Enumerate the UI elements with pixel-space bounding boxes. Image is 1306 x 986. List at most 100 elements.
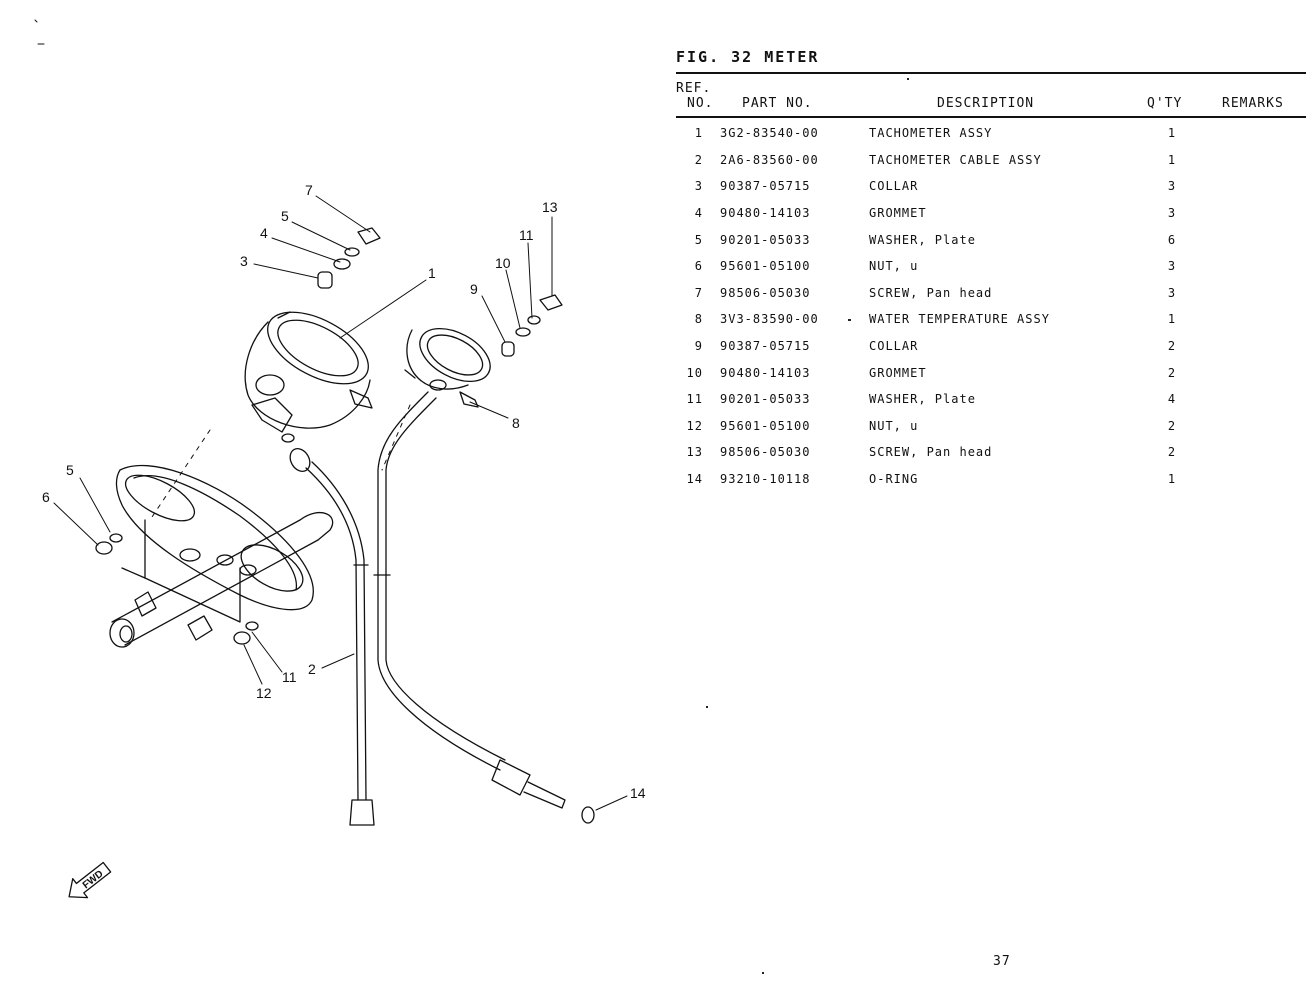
- remarks-cell: [1205, 359, 1305, 386]
- qty-cell: 3: [1167, 259, 1177, 274]
- ref-cell: 12: [686, 418, 703, 433]
- callout-7: 7: [305, 182, 313, 198]
- part-no-cell: 90387-05715: [720, 339, 811, 354]
- part-no-cell: 95601-05100: [720, 418, 811, 433]
- qty-cell: 6: [1167, 232, 1177, 247]
- scan-speck: [706, 706, 708, 708]
- scan-marks: [34, 19, 45, 45]
- part-no-cell: 90480-14103: [720, 365, 811, 380]
- callout-1: 1: [428, 265, 436, 281]
- table-row: 10 90480-14103 GROMMET 2: [676, 359, 1305, 386]
- callout-9: 9: [470, 281, 478, 297]
- description-cell: WASHER, Plate: [869, 232, 976, 247]
- remarks-cell: [1205, 466, 1305, 493]
- description-cell: NUT, u: [869, 259, 919, 274]
- ref-cell: 9: [694, 339, 703, 354]
- description-cell: GROMMET: [869, 206, 927, 221]
- callout-10: 10: [495, 255, 511, 271]
- callout-3: 3: [240, 253, 248, 269]
- callout-2: 2: [308, 661, 316, 677]
- qty-cell: 2: [1167, 339, 1177, 354]
- description-cell: TACHOMETER ASSY: [869, 126, 993, 141]
- ref-cell: 4: [694, 206, 703, 221]
- hardware-parts: [95, 227, 563, 645]
- ref-cell: 14: [686, 472, 703, 487]
- qty-cell: 4: [1167, 392, 1177, 407]
- scan-speck: [762, 972, 764, 974]
- description-cell: SCREW, Pan head: [869, 285, 993, 300]
- header-qty: Q'TY: [1147, 96, 1183, 111]
- scan-speck: [907, 78, 909, 80]
- tachometer-assy: [244, 311, 373, 443]
- table-row: 9 90387-05715 COLLAR 2: [676, 333, 1305, 360]
- qty-cell: 2: [1167, 365, 1177, 380]
- header-ref-line2: NO.: [687, 96, 714, 111]
- callout-11: 11: [519, 227, 534, 243]
- qty-cell: 1: [1167, 312, 1177, 327]
- callout-12: 12: [256, 685, 272, 701]
- description-cell: O-RING: [869, 472, 919, 487]
- description-cell: SCREW, Pan head: [869, 445, 993, 460]
- fwd-arrow-icon: FWD: [68, 861, 112, 899]
- part-no-cell: 90201-05033: [720, 232, 811, 247]
- callout-14: 14: [630, 785, 646, 801]
- ref-cell: 6: [694, 259, 703, 274]
- description-cell: GROMMET: [869, 365, 927, 380]
- table-row: 14 93210-10118 O-RING 1: [676, 466, 1305, 493]
- exploded-parts-diagram: 7 5 4 3 1 5 6 13 11 10 9 8 11 12 2 14 FW…: [34, 19, 646, 899]
- tachometer-cable: [289, 448, 375, 826]
- ref-cell: 7: [694, 285, 703, 300]
- ref-cell: 10: [686, 365, 703, 380]
- meter-bracket: [109, 464, 334, 648]
- remarks-cell: [1205, 280, 1305, 307]
- ref-cell: 3: [694, 179, 703, 194]
- water-temperature-assy: [404, 327, 491, 408]
- part-no-cell: 93210-10118: [720, 472, 811, 487]
- ref-cell: 13: [686, 445, 703, 460]
- description-cell: WATER TEMPERATURE ASSY: [869, 312, 1050, 327]
- part-no-cell: 95601-05100: [720, 259, 811, 274]
- part-no-cell: 3G2-83540-00: [720, 126, 819, 141]
- qty-cell: 1: [1167, 152, 1177, 167]
- part-no-cell: 90480-14103: [720, 206, 811, 221]
- description-cell: WASHER, Plate: [869, 392, 976, 407]
- header-rule: [676, 116, 1306, 118]
- qty-cell: 3: [1167, 206, 1177, 221]
- description-cell: COLLAR: [869, 179, 919, 194]
- callout-13: 13: [542, 199, 558, 215]
- part-no-cell: 98506-05030: [720, 445, 811, 460]
- callout-6: 6: [42, 489, 50, 505]
- description-cell: TACHOMETER CABLE ASSY: [869, 152, 1042, 167]
- remarks-cell: [1205, 253, 1305, 280]
- title-rule: [676, 72, 1306, 74]
- description-cell: COLLAR: [869, 339, 919, 354]
- qty-cell: 2: [1167, 418, 1177, 433]
- part-no-cell: 90201-05033: [720, 392, 811, 407]
- table-row: 4 90480-14103 GROMMET 3: [676, 200, 1305, 227]
- part-no-cell: 3V3-83590-00: [720, 312, 819, 327]
- remarks-cell: [1205, 333, 1305, 360]
- remarks-cell: [1205, 120, 1305, 147]
- scan-speck: [848, 319, 851, 321]
- remarks-cell: [1205, 200, 1305, 227]
- o-ring: [581, 806, 595, 824]
- qty-cell: 1: [1167, 472, 1177, 487]
- temperature-sender-cable: [373, 391, 566, 809]
- fwd-label: FWD: [81, 869, 106, 892]
- header-remarks: REMARKS: [1222, 96, 1284, 111]
- remarks-cell: [1205, 439, 1305, 466]
- callout-5-lower: 5: [66, 462, 74, 478]
- callout-5: 5: [281, 208, 289, 224]
- ref-cell: 1: [694, 126, 703, 141]
- remarks-cell: [1205, 173, 1305, 200]
- remarks-cell: [1205, 386, 1305, 413]
- remarks-cell: [1205, 413, 1305, 440]
